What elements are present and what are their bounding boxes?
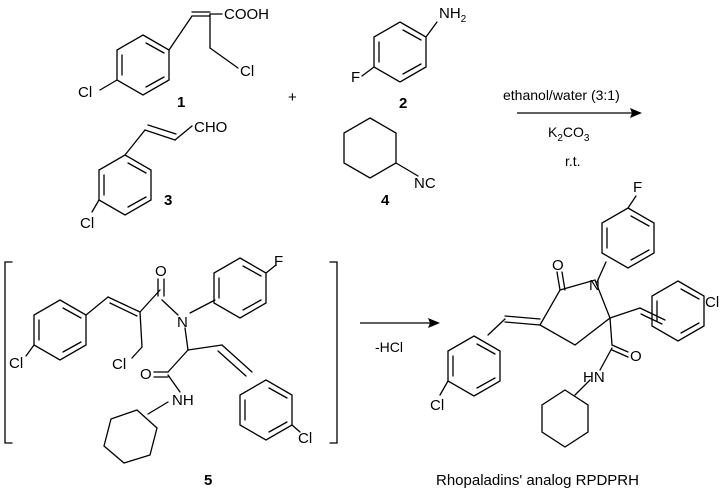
compound-5: O N F Cl Cl O NH Cl 5 xyxy=(9,253,312,489)
product-f-label: F xyxy=(633,179,642,196)
compound-3-number: 3 xyxy=(164,192,172,209)
product-cl-ring-label: Cl xyxy=(430,397,444,414)
reaction-arrow-2: -HCl xyxy=(360,318,440,355)
c5-cl-styryl-label: Cl xyxy=(298,430,312,447)
compound-1-number: 1 xyxy=(177,94,185,111)
compound-2: NH2 F 2 xyxy=(351,5,467,112)
product-cl-styryl-label: Cl xyxy=(705,294,719,311)
compound-4: NC 4 xyxy=(343,117,436,209)
base-condition: K2CO3 xyxy=(548,124,590,144)
c5-o2-label: O xyxy=(140,366,152,383)
product-rpdprh: O N F Cl Cl O HN Rhopaladins' analog RPD… xyxy=(430,179,719,489)
solvent-condition: ethanol/water (3:1) xyxy=(503,87,620,103)
left-bracket xyxy=(4,261,13,444)
product-hn-label: HN xyxy=(583,369,605,386)
c1-cl-chain-label: Cl xyxy=(240,63,254,80)
c3-cl-label: Cl xyxy=(80,215,94,232)
product-n-label: N xyxy=(589,277,600,294)
c5-f-label: F xyxy=(274,253,283,270)
compound-4-number: 4 xyxy=(381,192,390,209)
c5-cl-chain-label: Cl xyxy=(112,356,126,373)
plus-sign: + xyxy=(288,89,297,106)
c1-cl-ring-label: Cl xyxy=(78,84,92,101)
reaction-arrow-1: ethanol/water (3:1) K2CO3 r.t. xyxy=(503,87,642,169)
compound-5-number: 5 xyxy=(204,472,212,489)
right-bracket xyxy=(329,261,338,444)
product-o-amide-label: O xyxy=(630,348,642,365)
compound-2-number: 2 xyxy=(399,95,407,112)
c5-nh-label: NH xyxy=(172,392,194,409)
c2-nh2-label: NH2 xyxy=(439,5,467,25)
c1-cooh-label: COOH xyxy=(224,6,269,23)
compound-3: CHO Cl 3 xyxy=(80,119,227,232)
elimination-label: -HCl xyxy=(375,339,403,355)
product-name: Rhopaladins' analog RPDPRH xyxy=(436,472,639,489)
c5-o1-label: O xyxy=(155,263,167,280)
c5-cl-ring-label: Cl xyxy=(9,355,23,372)
c2-f-label: F xyxy=(351,69,360,86)
product-o-label: O xyxy=(552,257,564,274)
compound-1: COOH Cl Cl 1 xyxy=(78,6,269,111)
temperature-condition: r.t. xyxy=(565,153,581,169)
c5-n-label: N xyxy=(177,314,188,331)
c4-nc-label: NC xyxy=(414,175,436,192)
c3-cho-label: CHO xyxy=(194,119,227,136)
